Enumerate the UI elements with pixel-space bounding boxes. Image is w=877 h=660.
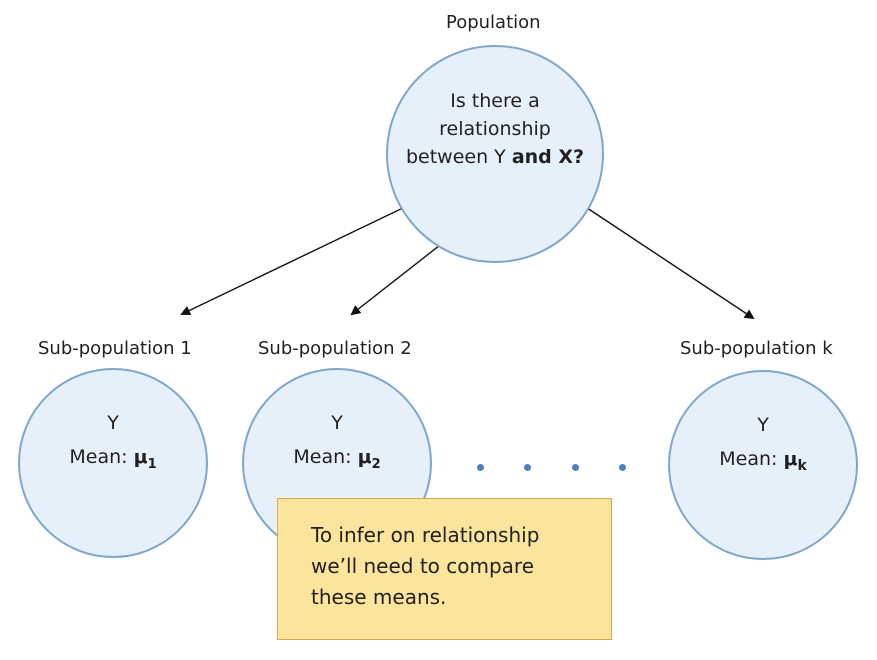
subpopulation-2-mu: μ xyxy=(357,446,372,468)
population-question-line-3-bold: and X? xyxy=(511,146,585,168)
subpopulation-2-variable: Y xyxy=(331,412,343,434)
subpopulation-2-mean: Mean: μ2 xyxy=(244,444,430,478)
subpopulation-k-label: Sub-population k xyxy=(680,338,833,359)
subpopulation-k-variable: Y xyxy=(757,414,769,436)
population-question-line-3-prefix: between Y xyxy=(405,146,512,168)
subpopulation-1-variable: Y xyxy=(107,412,119,434)
ellipsis-dot-1 xyxy=(477,464,484,471)
ellipsis-dot-3 xyxy=(572,464,579,471)
subpopulation-2-label: Sub-population 2 xyxy=(258,338,412,359)
subpopulation-2-mean-prefix: Mean: xyxy=(293,446,358,468)
subpopulation-1-label: Sub-population 1 xyxy=(38,338,192,359)
note-line-2: we’ll need to compare xyxy=(311,554,535,578)
subpopulation-1-mu: μ xyxy=(133,446,148,468)
subpopulation-k-mean-prefix: Mean: xyxy=(719,448,784,470)
population-question-line-3: between Y and X? xyxy=(388,144,602,170)
note-line-3: these means. xyxy=(311,585,447,609)
note-box: To infer on relationship we’ll need to c… xyxy=(277,498,612,640)
population-question-line-2: relationship xyxy=(439,118,551,140)
subpopulation-k-subscript: k xyxy=(797,457,807,474)
arrow-to-subpopulation-k xyxy=(556,187,755,320)
ellipsis-dot-2 xyxy=(524,464,531,471)
subpopulation-2-subscript: 2 xyxy=(371,456,381,472)
population-question-line-1: Is there a xyxy=(450,90,540,112)
population-label: Population xyxy=(446,12,541,33)
subpopulation-1-subscript: 1 xyxy=(147,456,157,472)
population-circle: Is there a relationship between Y and X? xyxy=(386,45,604,263)
subpopulation-1-mean: Mean: μ1 xyxy=(20,444,206,478)
subpopulation-1-circle: Y Mean: μ1 xyxy=(18,368,208,558)
subpopulation-k-mu: μ xyxy=(783,448,798,470)
subpopulation-k-mean: Mean: μk xyxy=(670,446,856,479)
subpopulation-k-circle: Y Mean: μk xyxy=(668,370,858,560)
arrow-to-subpopulation-1 xyxy=(180,194,431,316)
note-line-1: To infer on relationship xyxy=(311,523,540,547)
subpopulation-1-mean-prefix: Mean: xyxy=(69,446,134,468)
ellipsis-dot-4 xyxy=(619,464,626,471)
